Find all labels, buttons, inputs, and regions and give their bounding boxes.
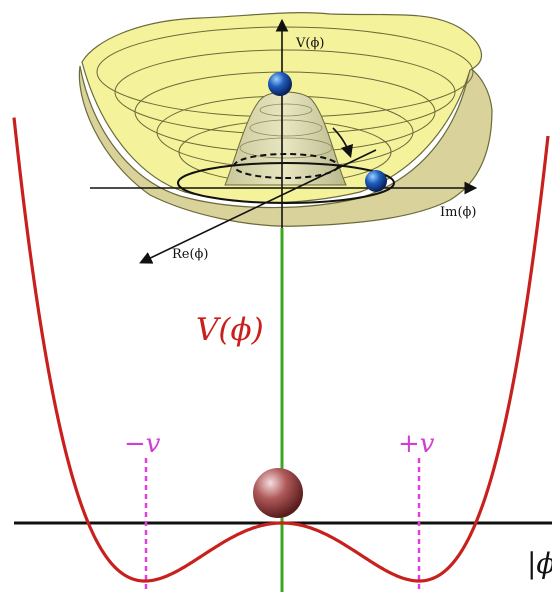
inset-v-phi-label: V(ϕ) [295,36,324,51]
ball-valley-3d [365,170,387,192]
vacuum-ring [177,162,395,204]
potential-curve [12,117,550,583]
plus-v-label: +v [398,429,435,459]
inset-re-phi-label: Re(ϕ) [172,247,209,262]
ball-at-origin [253,468,303,518]
potential-label: V(ϕ) [196,312,264,348]
bowl-side [78,65,493,227]
abs-phi-label: |ϕ [527,547,552,580]
inset-im-phi-label: Im(ϕ) [440,205,476,220]
roll-arrow [332,127,354,159]
mexican-hat-inset [78,12,493,264]
minus-v-label: −v [124,429,161,459]
ball-top-3d [268,72,292,96]
inset-re-axis [139,149,377,264]
